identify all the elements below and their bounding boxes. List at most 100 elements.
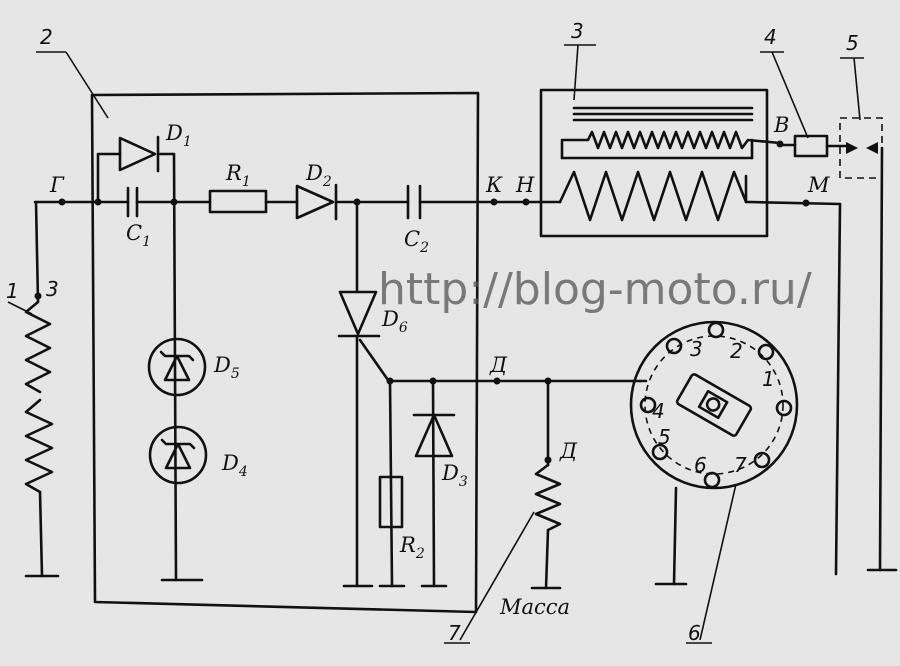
callout-1: 1 <box>6 279 19 303</box>
junction-c1-right <box>170 198 178 206</box>
label-d5: D5 <box>213 353 240 382</box>
resistor-r2 <box>378 475 404 529</box>
thyristor-d6-gate <box>358 338 390 382</box>
junction-k <box>490 198 498 206</box>
zener-d5-bar <box>159 350 195 362</box>
junction-sensor <box>544 377 552 385</box>
label-r1: R1 <box>225 161 251 190</box>
distributor-number: 7 <box>734 453 747 477</box>
zener-d4-body <box>164 442 192 470</box>
junction-d2-right <box>353 198 361 206</box>
junction-v <box>776 140 784 148</box>
leader-7a <box>459 511 535 641</box>
leader-6a <box>699 483 737 641</box>
label-d2: D2 <box>305 161 332 190</box>
distributor-pin <box>753 451 771 469</box>
node-label-g: Г <box>49 173 65 197</box>
label-d4: D4 <box>221 451 248 480</box>
junction-coil-tap <box>34 292 42 300</box>
junction-m <box>802 199 810 207</box>
wire-gen-bottom <box>38 490 44 578</box>
junction-n <box>522 198 530 206</box>
callout-2: 2 <box>40 25 53 49</box>
generator-coil-lower <box>24 398 54 494</box>
distributor-pin <box>707 321 725 339</box>
node-label-m: М <box>807 173 830 197</box>
leader-3b <box>573 44 579 101</box>
label-d1: D1 <box>165 121 192 150</box>
distributor-number: 4 <box>652 399 665 423</box>
leader-5b <box>853 57 861 121</box>
spark-plug-electrode-left <box>846 142 858 154</box>
hv-suppressor-4 <box>793 134 829 158</box>
node-label-d: Д <box>489 353 508 377</box>
distributor-numbers: 12 3 456 7 <box>652 337 775 477</box>
zener-d5-circle <box>147 337 207 397</box>
callout-7: 7 <box>448 621 461 645</box>
junction-g <box>58 198 66 206</box>
distributor-pin <box>703 471 721 489</box>
junction-d1-left <box>94 198 102 206</box>
label-c2: C2 <box>404 227 429 256</box>
label-d6: D6 <box>381 307 408 336</box>
callout-6: 6 <box>688 621 701 645</box>
wire-m-right <box>748 200 842 206</box>
distributor-number: 5 <box>658 425 671 449</box>
wire-gen-top <box>34 200 40 304</box>
wire-plug-ground <box>878 146 884 572</box>
distributor-pin <box>665 337 683 355</box>
leader-2b <box>65 51 109 119</box>
ignition-coil-primary <box>558 170 752 222</box>
junction-d-node <box>493 377 501 385</box>
node-label-d-coil: Д <box>559 439 578 463</box>
wire-r2 <box>388 379 394 588</box>
wire-distributor-ground <box>672 486 678 586</box>
callout-4: 4 <box>764 25 777 49</box>
distributor-pins <box>639 321 793 489</box>
generator-coil-upper <box>24 300 52 394</box>
node-label-k: К <box>485 173 503 197</box>
wire-sensor-bottom <box>544 528 550 590</box>
junction-gate <box>386 377 394 385</box>
zener-d4-bar <box>160 438 196 450</box>
wire-d3 <box>431 379 436 588</box>
ground-label: Масса <box>499 595 570 619</box>
distributor-number: 3 <box>690 337 703 361</box>
diode-d1-body <box>118 136 157 172</box>
label-d3: D3 <box>441 461 468 490</box>
wire-m-ground <box>834 202 842 576</box>
callout-3: 3 <box>571 19 584 43</box>
leader-1 <box>7 301 33 315</box>
zener-d5-body <box>163 354 191 382</box>
node-label-coil-tap: 3 <box>46 277 59 301</box>
diode-d2-body <box>295 184 335 220</box>
callout-5: 5 <box>846 31 859 55</box>
spark-plug-electrode-right <box>866 142 878 154</box>
electronic-unit-frame <box>90 91 480 614</box>
wire-zener-stack <box>172 152 178 582</box>
distributor-number: 2 <box>730 339 743 363</box>
distributor-number: 1 <box>762 367 775 391</box>
watermark: http://blog-moto.ru/ <box>378 264 812 315</box>
distributor-number: 6 <box>694 453 707 477</box>
node-label-n: Н <box>515 173 535 197</box>
resistor-r1 <box>208 189 268 214</box>
ignition-coil-secondary <box>560 130 782 160</box>
junction-d3 <box>429 377 437 385</box>
node-label-v: В <box>773 113 789 137</box>
thyristor-d6-body <box>338 290 378 336</box>
zener-d4-circle <box>148 425 208 485</box>
distributor-pin <box>651 443 669 461</box>
label-r2: R2 <box>399 533 425 562</box>
ignition-coil-box <box>539 88 769 238</box>
junction-sensor-coil <box>544 456 552 464</box>
distributor-pin <box>775 399 793 417</box>
wire-d1-loop <box>96 152 122 204</box>
label-c1: C1 <box>126 221 151 250</box>
leader-4b <box>771 51 809 139</box>
diode-d3-body <box>414 413 454 458</box>
distributor-pin <box>639 396 657 414</box>
sensor-coil <box>534 463 562 532</box>
distributor-rotor <box>675 373 753 437</box>
